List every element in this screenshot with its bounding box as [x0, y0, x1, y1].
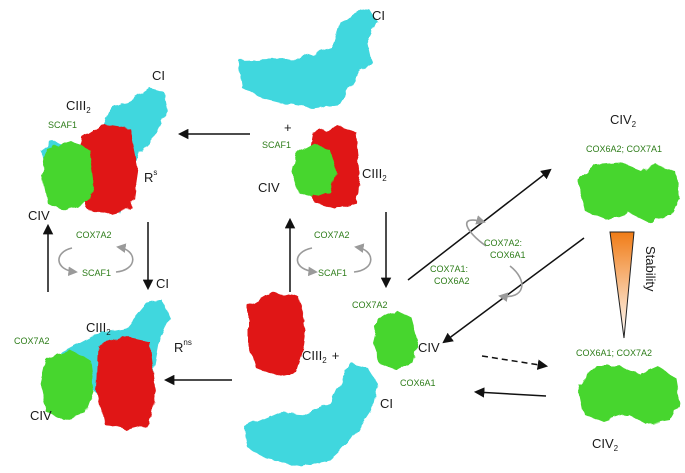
complex-iv2-top — [578, 162, 680, 222]
label-cox6a2-cox7a1: COX6A2; COX7A1 — [586, 144, 662, 154]
label-cox7a2-center-cycle: COX7A2 — [314, 230, 350, 240]
label-cox6a1-free-civ: COX6A1 — [400, 378, 436, 388]
label-cox7a2-free-civ: COX7A2 — [352, 300, 388, 310]
label-rs: Rs — [144, 168, 157, 185]
label-civ-rs: CIV — [28, 208, 50, 223]
complex-iv2-bottom — [578, 366, 680, 424]
cycle-arrow-center-a — [296, 247, 318, 277]
label-civ-top: CIV — [258, 180, 280, 195]
label-ci-rs: CI — [152, 68, 165, 83]
label-stability: Stability — [643, 246, 658, 292]
cycle-arrow-right-b — [498, 265, 523, 302]
label-civ2-bottom: CIV2 — [592, 436, 619, 453]
label-ci-top: CI — [372, 8, 385, 23]
label-civ2-top: CIV2 — [610, 112, 637, 129]
arrow-from-civ2-top — [442, 237, 585, 344]
complex-iii2-in-rns — [96, 336, 156, 430]
plus-sign-top: + — [284, 120, 292, 135]
stability-gradient-wedge — [609, 231, 635, 339]
complex-iv-free — [372, 310, 418, 370]
cycle-arrow-center-b — [353, 243, 372, 273]
label-rns: Rns — [174, 338, 192, 355]
complex-iv-in-rs — [42, 140, 94, 210]
label-ci-bottom: CI — [380, 396, 393, 411]
complex-i-free-top — [238, 8, 378, 108]
label-scaf1-left-cycle: SCAF1 — [82, 268, 111, 278]
arrow-from-civ2-bottom — [473, 387, 547, 398]
label-ciii2-rs: CIII2 — [66, 98, 91, 115]
label-ciii2-top: CIII2 — [362, 166, 387, 183]
cycle-arrow-left-b — [115, 243, 134, 273]
label-cox7a2-rns: COX7A2 — [14, 336, 50, 346]
label-ciii2-rns: CIII2 — [86, 320, 111, 337]
label-scaf1-rs: SCAF1 — [48, 120, 77, 130]
complex-iv-in-rns — [40, 350, 94, 420]
label-cox7a2-cox6a1-1: COX7A2: — [484, 238, 522, 248]
complex-iv-top — [292, 144, 336, 198]
cycle-arrow-left-a — [58, 247, 78, 277]
label-cox7a1-cox6a2-2: COX6A2 — [434, 276, 470, 286]
label-cox7a2-cox6a1-2: COX6A1 — [490, 250, 526, 260]
label-ciii2-free: CIII2+ — [302, 348, 339, 365]
label-civ-free: CIV — [418, 340, 440, 355]
label-ci-released: CI — [156, 276, 169, 291]
cycle-arrow-right-a — [465, 215, 487, 247]
label-cox7a2-left-cycle: COX7A2 — [76, 230, 112, 240]
label-scaf1-top: SCAF1 — [262, 140, 291, 150]
label-cox7a1-cox6a2-1: COX7A1: — [430, 264, 468, 274]
complex-i-free-bottom — [244, 364, 378, 466]
complex-iii2-in-rs — [80, 124, 138, 214]
label-civ-rns: CIV — [30, 408, 52, 423]
label-scaf1-center-cycle: SCAF1 — [318, 268, 347, 278]
arrow-to-civ2-top — [407, 168, 552, 281]
label-cox6a1-cox7a2: COX6A1; COX7A2 — [576, 348, 652, 358]
arrow-dashed-to-civ2-bottom — [481, 355, 549, 370]
complex-iii2-free — [248, 292, 306, 376]
